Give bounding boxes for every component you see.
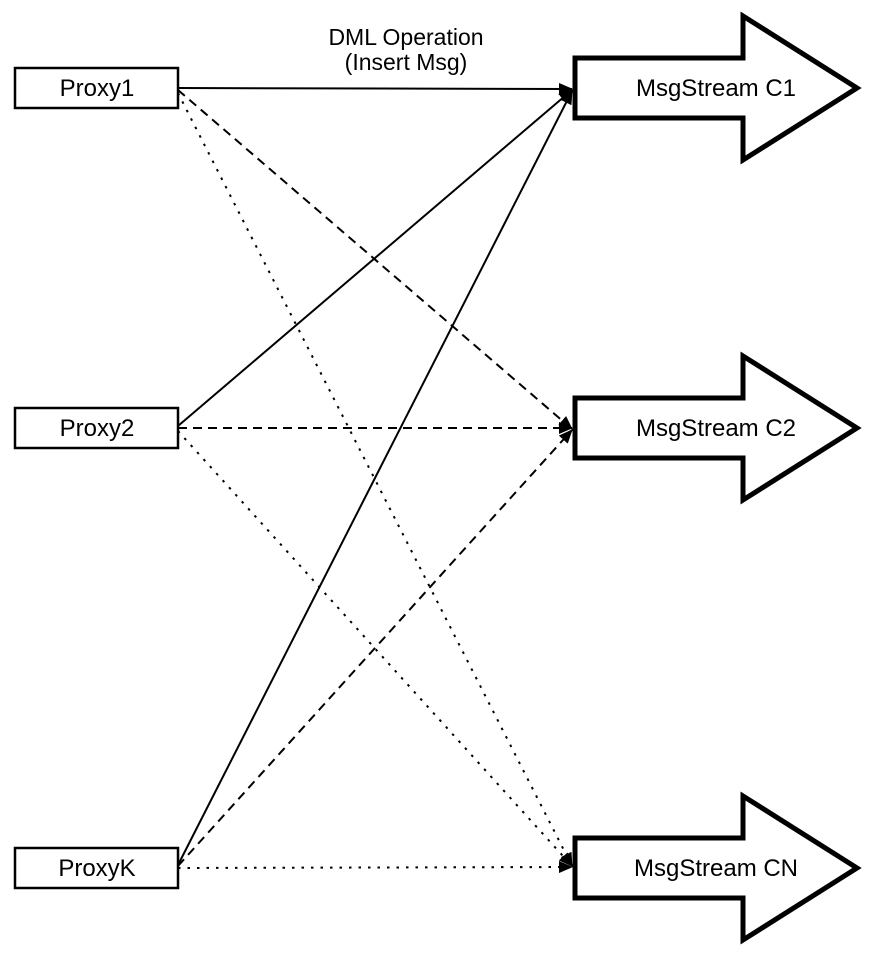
edge-proxy2-c1	[177, 89, 573, 427]
proxyk-node: ProxyK	[13, 846, 180, 890]
stream-c1-node: MsgStream C1	[572, 11, 862, 165]
stream-c2-arrow-shape	[572, 351, 862, 505]
stream-c2-node: MsgStream C2	[572, 351, 862, 505]
proxy2-label: Proxy2	[60, 415, 135, 442]
proxyk-box	[13, 846, 180, 890]
edges-layer	[177, 82, 573, 874]
edge-proxyk-c1	[177, 90, 573, 866]
stream-c1-arrow-shape	[572, 11, 862, 165]
edge-proxyk-c2	[177, 429, 573, 867]
proxy1-label: Proxy1	[60, 75, 135, 102]
stream-cn-label: MsgStream CN	[634, 855, 798, 882]
diagram-title-line1: DML Operation	[328, 24, 483, 50]
proxy1-node: Proxy1	[13, 66, 180, 110]
stream-cn-arrow-shape	[572, 791, 862, 945]
edge-proxyk-cn	[177, 861, 573, 874]
proxy2-box	[13, 406, 180, 450]
proxyk-label: ProxyK	[58, 855, 135, 882]
stream-c1-label: MsgStream C1	[636, 75, 796, 102]
edge-proxy1-c2	[177, 89, 573, 430]
edge-proxy1-c1	[177, 82, 573, 95]
diagram-title-line2: (Insert Msg)	[345, 49, 468, 75]
proxy2-node: Proxy2	[13, 406, 180, 450]
stream-cn-node: MsgStream CN	[572, 791, 862, 945]
proxy1-box	[13, 66, 180, 110]
edge-proxy1-cn	[177, 92, 573, 867]
stream-c2-label: MsgStream C2	[636, 415, 796, 442]
